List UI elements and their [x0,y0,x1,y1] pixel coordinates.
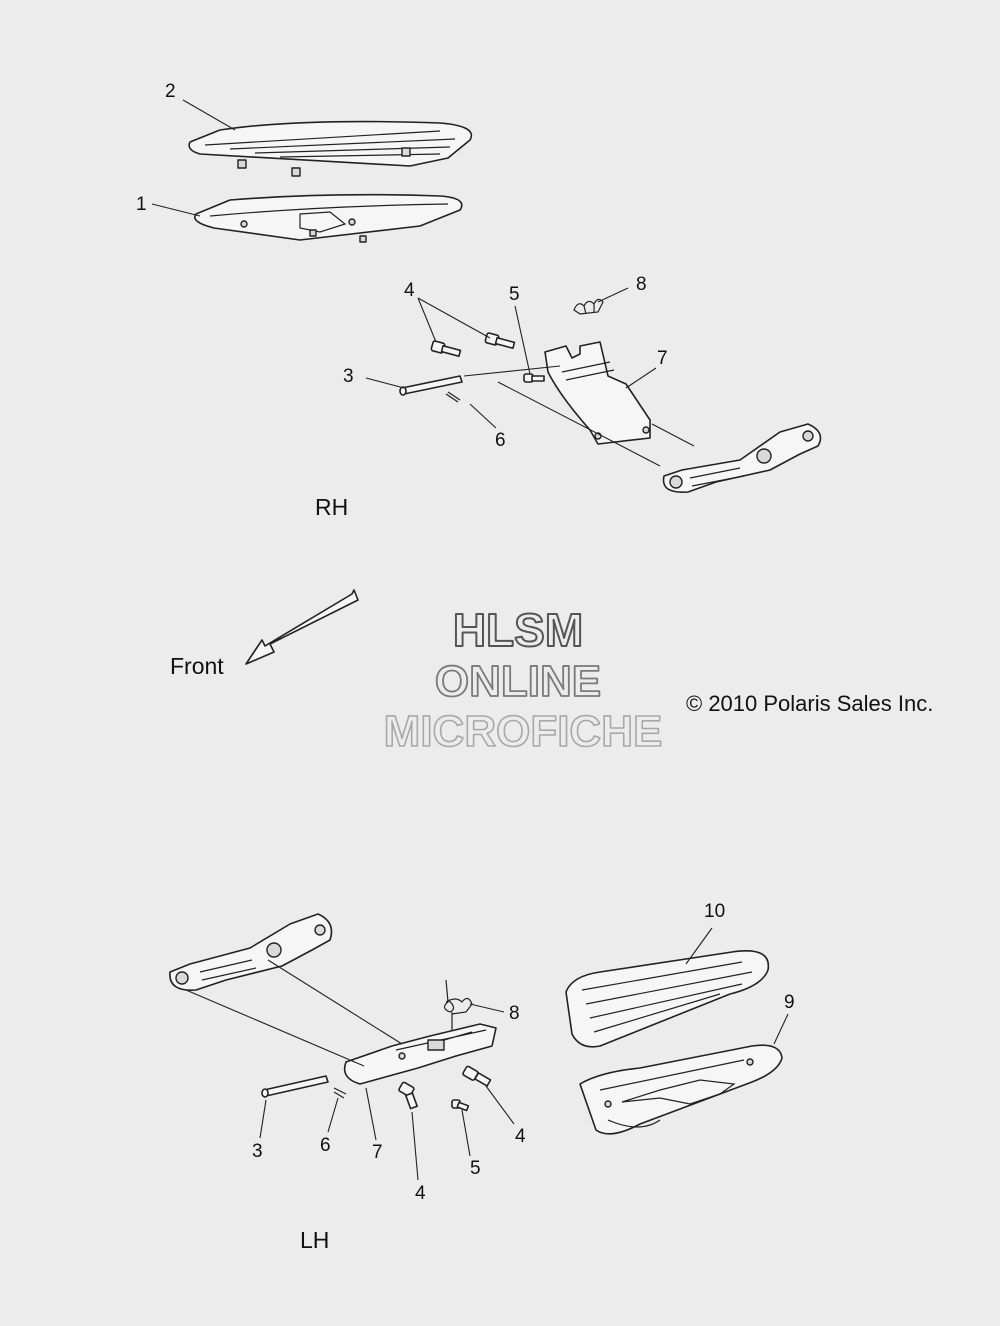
rh-callout-8: 8 [636,274,647,295]
rh-part-4-bolts [430,332,516,358]
watermark: HLSM ONLINE MICROFICHE [383,603,663,757]
lh-callout-4-bottom: 4 [415,1183,426,1204]
rh-callout-6: 6 [495,430,506,451]
lh-callout-4-right: 4 [515,1126,526,1147]
lh-part-6-cotter-pin [333,1087,347,1099]
rh-leaders [151,99,657,429]
lh-callout-8: 8 [509,1003,520,1024]
lh-callout-5: 5 [470,1158,481,1179]
lh-part-7-bracket [343,1023,497,1085]
rh-footrest-arm [662,423,822,493]
rh-part-5-bolt [523,373,545,383]
watermark-line-1: HLSM [453,604,583,656]
watermark-line-3: MICROFICHE [384,707,663,756]
rh-assembly [188,120,822,493]
lh-part-3-pin [261,1075,329,1098]
lh-callout-3: 3 [252,1141,263,1162]
rh-callouts: 2 1 4 5 8 7 3 6 [136,81,668,451]
lh-callout-6: 6 [320,1135,331,1156]
lh-callout-7: 7 [372,1142,383,1163]
front-label: Front [170,653,224,679]
lh-callout-10: 10 [704,901,725,922]
rh-part-2-footboard-pad [188,120,473,177]
rh-part-7-bracket [544,341,651,445]
lh-callout-9: 9 [784,992,795,1013]
rh-part-1-footboard-base [194,193,463,243]
front-arrow [245,589,359,665]
rh-label: RH [315,494,348,520]
lh-callouts: 10 9 8 4 3 6 7 5 4 [252,901,795,1204]
rh-callout-3: 3 [343,366,354,387]
watermark-line-2: ONLINE [435,657,601,706]
copyright: © 2010 Polaris Sales Inc. [686,691,933,716]
lh-assembly [169,913,783,1135]
lh-leaders [259,927,789,1181]
rh-callout-1: 1 [136,194,147,215]
lh-part-8-spring [443,979,473,1030]
rh-callout-5: 5 [509,284,520,305]
rh-callout-7: 7 [657,348,668,369]
lh-part-5-bolt [451,1099,470,1112]
rh-part-6-cotter-pin [445,391,461,403]
lh-footrest-arm [169,913,333,991]
rh-part-3-pin [399,375,463,396]
lh-part-4-bolts [398,1065,492,1110]
rh-callout-4: 4 [404,280,415,301]
lh-part-10-footboard-pad [565,950,770,1048]
lh-part-9-footboard-base [579,1044,783,1135]
lh-label: LH [300,1227,329,1253]
rh-callout-2: 2 [165,81,176,102]
